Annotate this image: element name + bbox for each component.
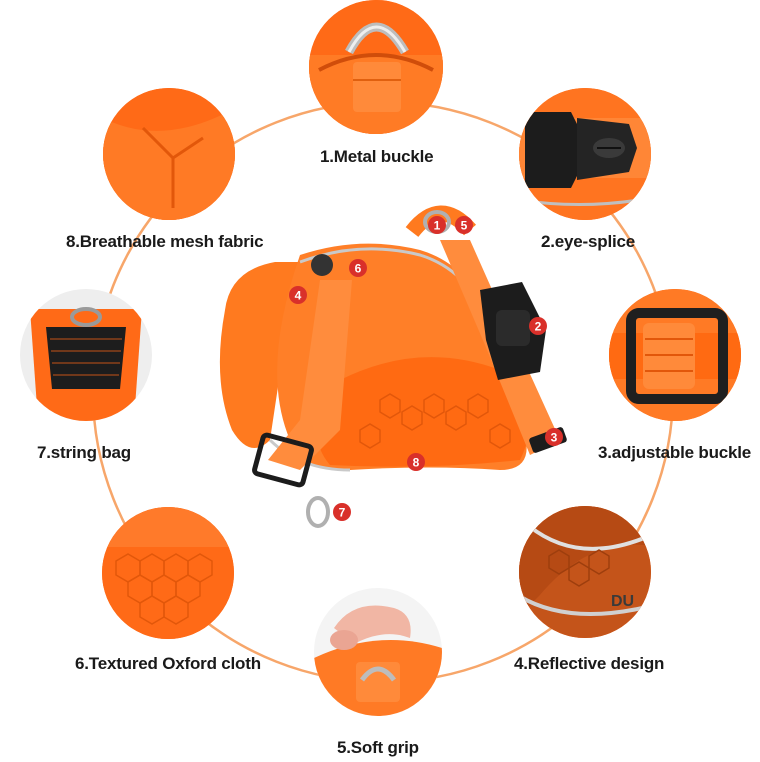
marker-7: 7 xyxy=(333,503,351,521)
marker-2: 2 xyxy=(529,317,547,335)
adjustable-buckle-thumbnail xyxy=(609,289,741,421)
marker-5: 5 xyxy=(455,216,473,234)
breathable-mesh-fabric-thumbnail xyxy=(103,88,235,220)
feature-label-string-bag: 7.string bag xyxy=(37,443,131,462)
marker-8: 8 xyxy=(407,453,425,471)
textured-oxford-cloth-thumbnail xyxy=(102,507,234,639)
svg-text:3: 3 xyxy=(551,431,558,445)
svg-text:6: 6 xyxy=(355,262,362,276)
feature-label-textured-oxford-cloth: 6.Textured Oxford cloth xyxy=(75,654,261,673)
svg-text:1: 1 xyxy=(434,219,441,233)
marker-1: 1 xyxy=(428,216,446,234)
marker-3: 3 xyxy=(545,428,563,446)
eye-splice-thumbnail xyxy=(519,88,651,220)
soft-grip-thumbnail xyxy=(314,588,442,716)
mesh-fabric-icon xyxy=(103,88,235,220)
svg-text:7: 7 xyxy=(339,506,346,520)
svg-text:5: 5 xyxy=(461,219,468,233)
svg-text:2: 2 xyxy=(535,320,542,334)
reflective-strip-icon: DU xyxy=(519,506,651,638)
reflective-design-thumbnail: DU xyxy=(519,506,651,638)
feature-label-reflective-design: 4.Reflective design xyxy=(514,654,665,673)
marker-4: 4 xyxy=(289,286,307,304)
tri-glide-buckle-icon xyxy=(609,289,741,421)
feature-label-breathable-mesh-fabric: 8.Breathable mesh fabric xyxy=(66,232,264,251)
mesh-pocket-icon xyxy=(20,289,152,421)
svg-text:8: 8 xyxy=(413,456,420,470)
feature-label-eye-splice: 2.eye-splice xyxy=(541,232,635,251)
string-bag-thumbnail xyxy=(20,289,152,421)
hand-grip-icon xyxy=(314,588,442,716)
feature-label-metal-buckle: 1.Metal buckle xyxy=(320,147,434,166)
svg-text:DU: DU xyxy=(611,593,634,610)
feature-label-soft-grip: 5.Soft grip xyxy=(337,738,419,757)
feature-label-adjustable-buckle: 3.adjustable buckle xyxy=(598,443,752,462)
side-release-buckle-icon xyxy=(519,88,651,220)
svg-text:4: 4 xyxy=(295,289,302,303)
marker-6: 6 xyxy=(349,259,367,277)
